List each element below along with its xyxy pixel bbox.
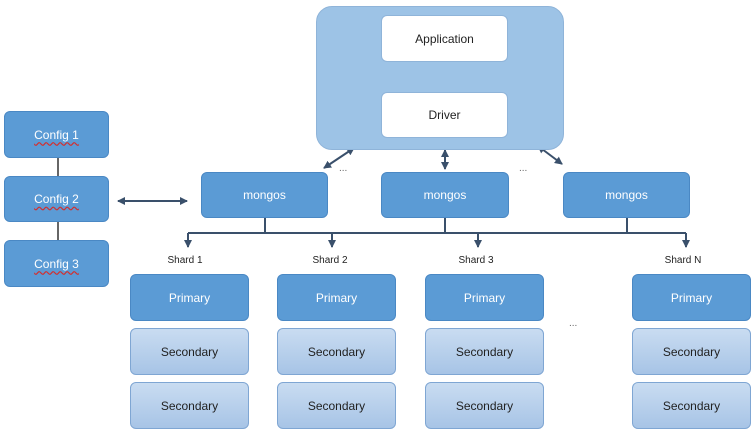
mongos-label: mongos — [605, 188, 648, 202]
shard-n-secondary-2: Secondary — [632, 382, 751, 429]
driver-label: Driver — [428, 108, 461, 122]
secondary-label: Secondary — [307, 398, 366, 413]
driver-node: Driver — [381, 92, 508, 138]
config-label: Config 1 — [34, 127, 79, 142]
shard-n-primary: Primary — [632, 274, 751, 321]
shard-2-secondary-1: Secondary — [277, 328, 396, 375]
secondary-label: Secondary — [307, 344, 366, 359]
mongos-node-2: mongos — [381, 172, 509, 218]
config-server-1: Config 1 — [4, 111, 109, 158]
primary-label: Primary — [463, 290, 506, 305]
config-server-2: Config 2 — [4, 176, 109, 222]
shard-label: Shard 1 — [167, 255, 203, 266]
ellipsis-mongos-2: ... — [519, 163, 528, 174]
config-label: Config 3 — [34, 256, 79, 271]
application-node: Application — [381, 15, 508, 62]
mongos-node-1: mongos — [201, 172, 328, 218]
shard-3-primary: Primary — [425, 274, 544, 321]
ellipsis-shards: ... — [569, 318, 578, 329]
shard-label: Shard N — [664, 255, 702, 266]
primary-label: Primary — [315, 290, 358, 305]
ellipsis-mongos-1: ... — [339, 163, 348, 174]
shard-2-primary: Primary — [277, 274, 396, 321]
secondary-label: Secondary — [160, 344, 219, 359]
secondary-label: Secondary — [455, 398, 514, 413]
mongos-node-3: mongos — [563, 172, 690, 218]
config-label: Config 2 — [34, 192, 79, 206]
config-server-3: Config 3 — [4, 240, 109, 287]
shard-label: Shard 3 — [458, 255, 494, 266]
shard-n-secondary-1: Secondary — [632, 328, 751, 375]
shard-3-secondary-2: Secondary — [425, 382, 544, 429]
secondary-label: Secondary — [662, 398, 721, 413]
application-label: Application — [415, 31, 474, 46]
mongos-label: mongos — [243, 188, 286, 202]
secondary-label: Secondary — [160, 398, 219, 413]
secondary-label: Secondary — [662, 344, 721, 359]
shard-2-secondary-2: Secondary — [277, 382, 396, 429]
shard-1-secondary-1: Secondary — [130, 328, 249, 375]
primary-label: Primary — [670, 290, 713, 305]
container-mongos1-arrow — [323, 147, 355, 169]
primary-label: Primary — [168, 290, 211, 305]
shard-3-secondary-1: Secondary — [425, 328, 544, 375]
shard-1-primary: Primary — [130, 274, 249, 321]
secondary-label: Secondary — [455, 344, 514, 359]
mongos-label: mongos — [423, 188, 467, 202]
shard-1-secondary-2: Secondary — [130, 382, 249, 429]
shard-label: Shard 2 — [312, 255, 348, 266]
